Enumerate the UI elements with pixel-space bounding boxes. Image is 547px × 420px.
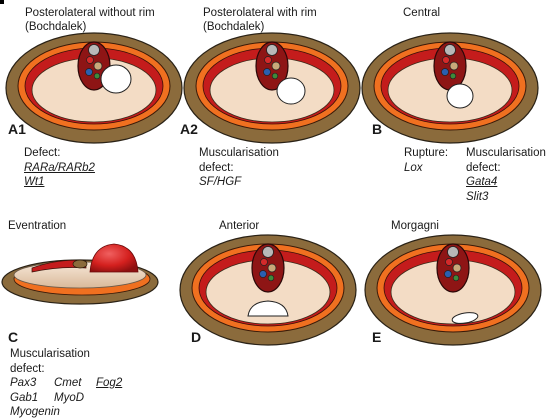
panel-e-letter: E bbox=[372, 329, 381, 345]
panel-e-aorta bbox=[437, 244, 469, 292]
